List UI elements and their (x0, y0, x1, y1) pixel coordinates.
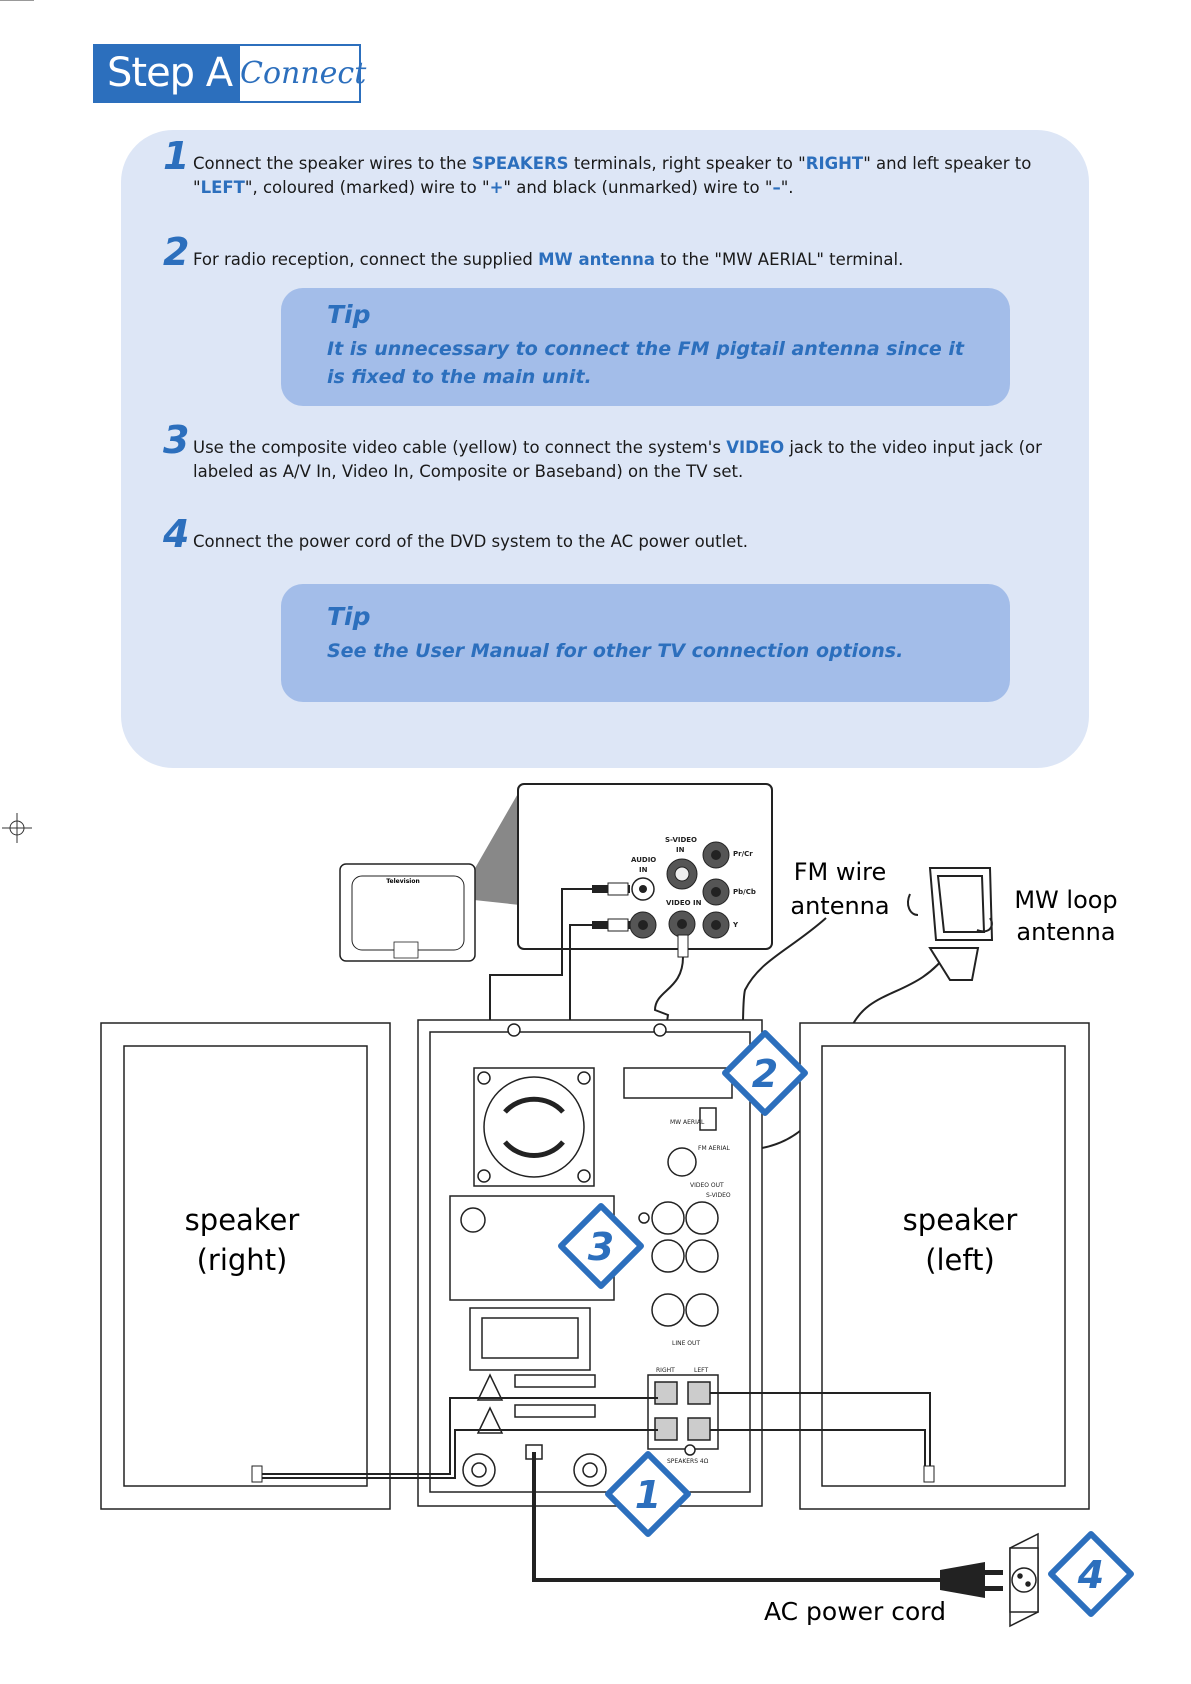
svg-text:IN: IN (639, 866, 648, 874)
television-illustration: Television (339, 790, 520, 962)
step-label: Step A (107, 50, 233, 96)
fm-label-2: antenna (790, 892, 889, 920)
svg-text:IN: IN (676, 846, 685, 854)
speaker-left-label-1: speaker (903, 1203, 1018, 1237)
svg-text:LEFT: LEFT (694, 1367, 708, 1374)
svg-text:FM AERIAL: FM AERIAL (698, 1145, 730, 1152)
speaker-right-illustration (100, 1022, 391, 1510)
step-text: For radio reception, connect the supplie… (193, 250, 904, 269)
mw-label-1: MW loop (1014, 886, 1117, 914)
svg-text:RIGHT: RIGHT (656, 1367, 675, 1374)
tip-box: Tip See the User Manual for other TV con… (281, 584, 1010, 702)
mw-loop-antenna-illustration (907, 867, 994, 981)
svg-text:2: 2 (752, 1052, 778, 1096)
tip-box: Tip It is unnecessary to connect the FM … (281, 288, 1010, 406)
svg-text:SPEAKERS 4Ω: SPEAKERS 4Ω (667, 1458, 709, 1465)
speaker-wires (262, 1392, 931, 1479)
svg-text:S-VIDEO: S-VIDEO (665, 836, 697, 844)
callout-1: 1 (605, 1451, 691, 1537)
tip-title: Tip (327, 602, 371, 631)
svg-text:Pr/Cr: Pr/Cr (733, 850, 753, 858)
svg-text:Y: Y (732, 921, 739, 929)
step-text: Use the composite video cable (yellow) t… (193, 438, 1042, 481)
svg-text:S-VIDEO: S-VIDEO (706, 1192, 731, 1199)
fm-label-1: FM wire (794, 858, 887, 886)
tip-text: See the User Manual for other TV connect… (327, 640, 904, 662)
callout-4: 4 (1048, 1531, 1134, 1617)
wall-outlet-icon (1009, 1532, 1039, 1628)
step-1: 1 Connect the speaker wires to the SPEAK… (163, 137, 1063, 204)
power-cord-label: AC power cord (764, 1597, 946, 1626)
speaker-left-illustration (799, 1022, 1090, 1510)
power-cord (532, 1452, 940, 1582)
step-3: 3 Use the composite video cable (yellow)… (163, 421, 1063, 488)
tv-label: Television (386, 878, 419, 885)
speaker-right-label-1: speaker (185, 1203, 300, 1237)
svg-text:VIDEO OUT: VIDEO OUT (690, 1182, 724, 1189)
tip-title: Tip (327, 300, 371, 329)
svg-text:4: 4 (1077, 1553, 1104, 1597)
crop-mark (0, 0, 34, 1)
svg-text:AUDIO: AUDIO (631, 856, 656, 864)
svg-text:Pb/Cb: Pb/Cb (733, 888, 756, 896)
tip-text: It is unnecessary to connect the FM pigt… (327, 338, 964, 388)
step-header-badge: Step A Connect (93, 44, 366, 103)
callout-2: 2 (722, 1030, 808, 1116)
svg-text:LINE OUT: LINE OUT (672, 1340, 700, 1347)
step-text: Connect the power cord of the DVD system… (193, 532, 749, 551)
speaker-right-label-2: (right) (197, 1243, 288, 1277)
step-4: 4 Connect the power cord of the DVD syst… (163, 515, 1063, 558)
svg-text:MW AERIAL: MW AERIAL (670, 1119, 705, 1126)
power-plug-icon (940, 1562, 1003, 1598)
speaker-left-label-2: (left) (925, 1243, 995, 1277)
section-title: Connect (240, 46, 366, 101)
svg-text:3: 3 (588, 1225, 614, 1269)
tv-back-panel: S-VIDEO IN AUDIO IN VIDEO IN Pr/Cr Pb/Cb… (517, 783, 773, 958)
svg-text:1: 1 (635, 1473, 661, 1517)
step-2: 2 For radio reception, connect the suppl… (163, 233, 1063, 276)
svg-text:VIDEO IN: VIDEO IN (666, 899, 702, 907)
step-text: Connect the speaker wires to the SPEAKER… (193, 154, 1032, 197)
mw-label-2: antenna (1016, 918, 1115, 946)
callout-3: 3 (558, 1203, 644, 1289)
registration-mark (2, 813, 32, 843)
